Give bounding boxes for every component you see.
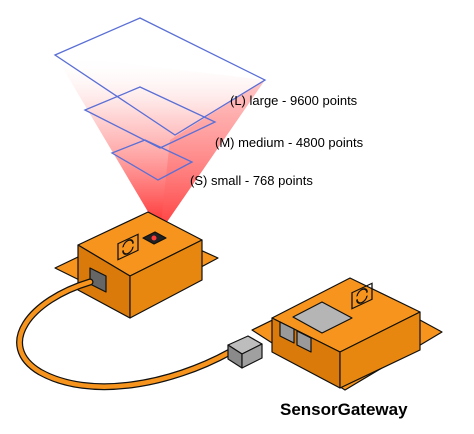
fov-plane-medium	[83, 86, 217, 149]
gateway-side	[339, 311, 421, 389]
sensor-beam	[55, 55, 265, 232]
label-small: (S) small - 768 points	[190, 173, 313, 188]
gateway-box	[251, 277, 443, 391]
sensor-box	[54, 211, 219, 319]
gateway-label: SensorGateway	[280, 400, 408, 419]
gateway-port-1	[279, 321, 295, 344]
label-large: (L) large - 9600 points	[230, 93, 358, 108]
fov-plane-small	[110, 139, 194, 181]
sensor-beam-right	[160, 80, 265, 232]
sensor-side	[129, 239, 203, 319]
gateway-port-2	[296, 330, 312, 353]
fov-plane-large	[53, 17, 267, 136]
sync-icon	[351, 282, 373, 310]
ethernet-plug	[227, 335, 263, 369]
label-medium: (M) medium - 4800 points	[215, 135, 364, 150]
gateway-panel	[292, 301, 353, 334]
sync-icon	[117, 233, 139, 261]
